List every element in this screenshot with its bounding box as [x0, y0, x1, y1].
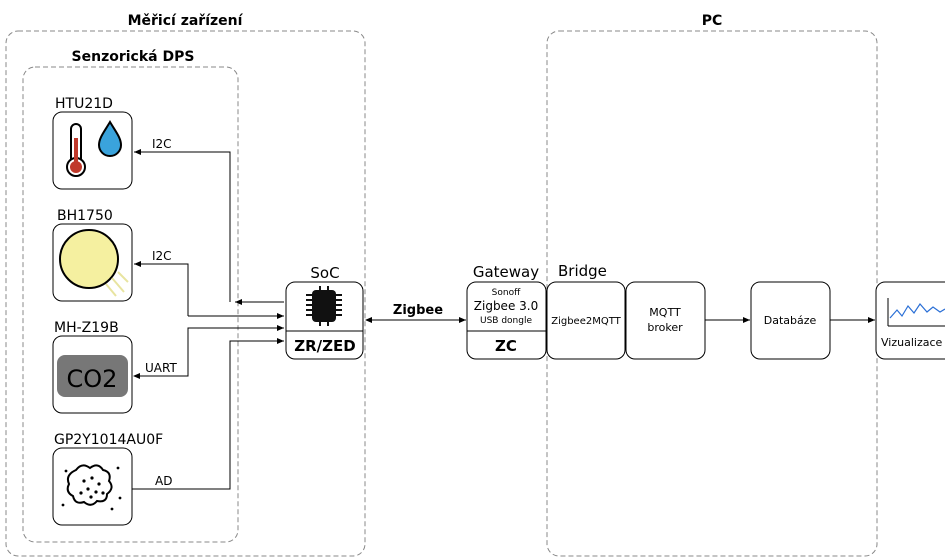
bus-label-gp2y: AD — [155, 474, 172, 488]
bridge-title: Bridge — [558, 262, 607, 280]
bus-line-bh1750 — [134, 264, 188, 316]
soc-block: SoC ZR/ZED — [286, 264, 363, 359]
mqtt-line2: broker — [647, 321, 683, 334]
visualization-label: Vizualizace — [881, 336, 943, 349]
bus-label-bh1750: I2C — [152, 249, 172, 263]
sensor-label: GP2Y1014AU0F — [54, 432, 163, 448]
gateway-block: Gateway Sonoff Zigbee 3.0 USB dongle ZC — [467, 263, 546, 359]
gateway-line3: USB dongle — [480, 316, 532, 326]
sensor-gp2y1014au0f: GP2Y1014AU0F — [53, 432, 163, 525]
database-label: Databáze — [764, 314, 817, 327]
sensor-mh-z19b: MH-Z19B CO2 — [53, 320, 132, 413]
sensor-label: HTU21D — [55, 96, 113, 112]
pc-title: PC — [702, 13, 723, 29]
sensor-bh1750: BH1750 — [53, 208, 132, 301]
gateway-line2: Zigbee 3.0 — [474, 299, 538, 313]
gateway-line1: Sonoff — [492, 288, 521, 298]
soc-role: ZR/ZED — [294, 337, 355, 355]
sensor-label: BH1750 — [57, 208, 113, 224]
bridge-block: Bridge Zigbee2MQTT — [547, 262, 625, 359]
soc-title: SoC — [310, 264, 339, 282]
gateway-role: ZC — [495, 337, 517, 355]
zigbee-label: Zigbee — [393, 303, 443, 318]
sensor-htu21d: HTU21D — [53, 96, 132, 189]
co2-text: CO2 — [67, 365, 118, 393]
co2-icon: CO2 — [57, 355, 128, 397]
sensor-pcb-title: Senzorická DPS — [72, 49, 195, 65]
gateway-title: Gateway — [473, 263, 539, 281]
visualization-block: Vizualizace — [876, 282, 945, 359]
bus-label-mh-z19b: UART — [145, 361, 177, 375]
bridge-label: Zigbee2MQTT — [551, 316, 621, 327]
mqtt-line1: MQTT — [649, 306, 681, 319]
database-block: Databáze — [751, 282, 830, 359]
measuring-device-title: Měřicí zařízení — [128, 13, 244, 29]
sensor-label: MH-Z19B — [54, 320, 119, 336]
bus-line-htu21d — [134, 152, 230, 302]
mqtt-broker-block: MQTT broker — [626, 282, 705, 359]
bus-label-htu21d: I2C — [152, 137, 172, 151]
